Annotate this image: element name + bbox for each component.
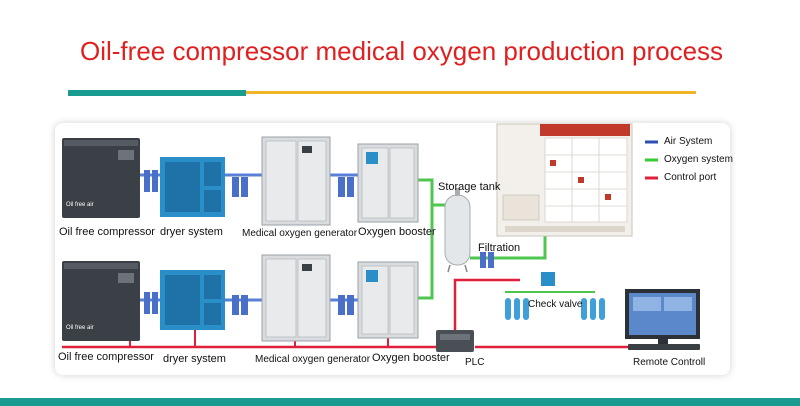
label-plc: PLC <box>465 357 485 368</box>
oil-free-compressor-bottom: Oil free air <box>62 261 140 341</box>
oxygen-booster-top <box>357 143 419 223</box>
label-check-valve: Check valve <box>528 299 583 310</box>
dryer-top <box>160 157 225 217</box>
oxygen-pipe-top <box>418 178 445 207</box>
control-line-up <box>453 278 520 330</box>
title-underline-teal <box>68 90 246 96</box>
oxygen-pipe-bottom <box>418 205 434 300</box>
title-underline-gold <box>246 91 696 94</box>
page-title: Oil-free compressor medical oxygen produ… <box>80 36 724 66</box>
hospital-building <box>496 123 633 237</box>
oxygen-booster-bottom <box>357 261 419 339</box>
footer-bar <box>0 398 800 406</box>
label-generator-top: Medical oxygen generator <box>242 228 358 239</box>
filter-pair-top-2 <box>232 177 248 197</box>
label-compressor-top: Oil free compressor <box>59 226 155 238</box>
legend-label-air: Air System <box>664 136 713 147</box>
compressor-badge-text: Oil free air <box>66 202 94 208</box>
oxygen-cylinders <box>505 298 605 320</box>
label-dryer-top: dryer system <box>160 226 223 238</box>
label-booster-bottom: Oxygen booster <box>372 352 450 364</box>
storage-tank <box>444 188 471 273</box>
filter-pair-bottom-1 <box>144 292 158 314</box>
label-filtration: Filtration <box>478 242 521 254</box>
oxygen-generator-bottom <box>261 254 331 342</box>
filter-pair-top-3 <box>338 177 354 197</box>
label-dryer-bottom: dryer system <box>163 353 226 365</box>
filter-pair-bottom-2 <box>232 295 248 315</box>
filter-pair-top-1 <box>144 170 158 192</box>
label-booster-top: Oxygen booster <box>358 226 436 238</box>
oil-free-compressor-top: Oil free air <box>62 138 140 218</box>
legend-label-control: Control port <box>664 172 717 183</box>
label-storage-tank: Storage tank <box>438 181 501 193</box>
legend-label-oxygen: Oxygen system <box>664 154 733 165</box>
plc-unit <box>436 330 474 352</box>
check-valve-box <box>541 272 555 286</box>
label-compressor-bottom: Oil free compressor <box>58 351 154 363</box>
label-generator-bottom: Medical oxygen generator <box>255 354 371 365</box>
dryer-bottom <box>160 270 225 330</box>
remote-computer <box>625 289 700 350</box>
compressor-badge-text-bottom: Oil free air <box>66 325 94 331</box>
filter-pair-bottom-3 <box>338 295 354 315</box>
filtration-filters <box>480 252 494 268</box>
label-remote: Remote Controll <box>633 357 706 368</box>
oxygen-generator-top <box>261 136 331 226</box>
